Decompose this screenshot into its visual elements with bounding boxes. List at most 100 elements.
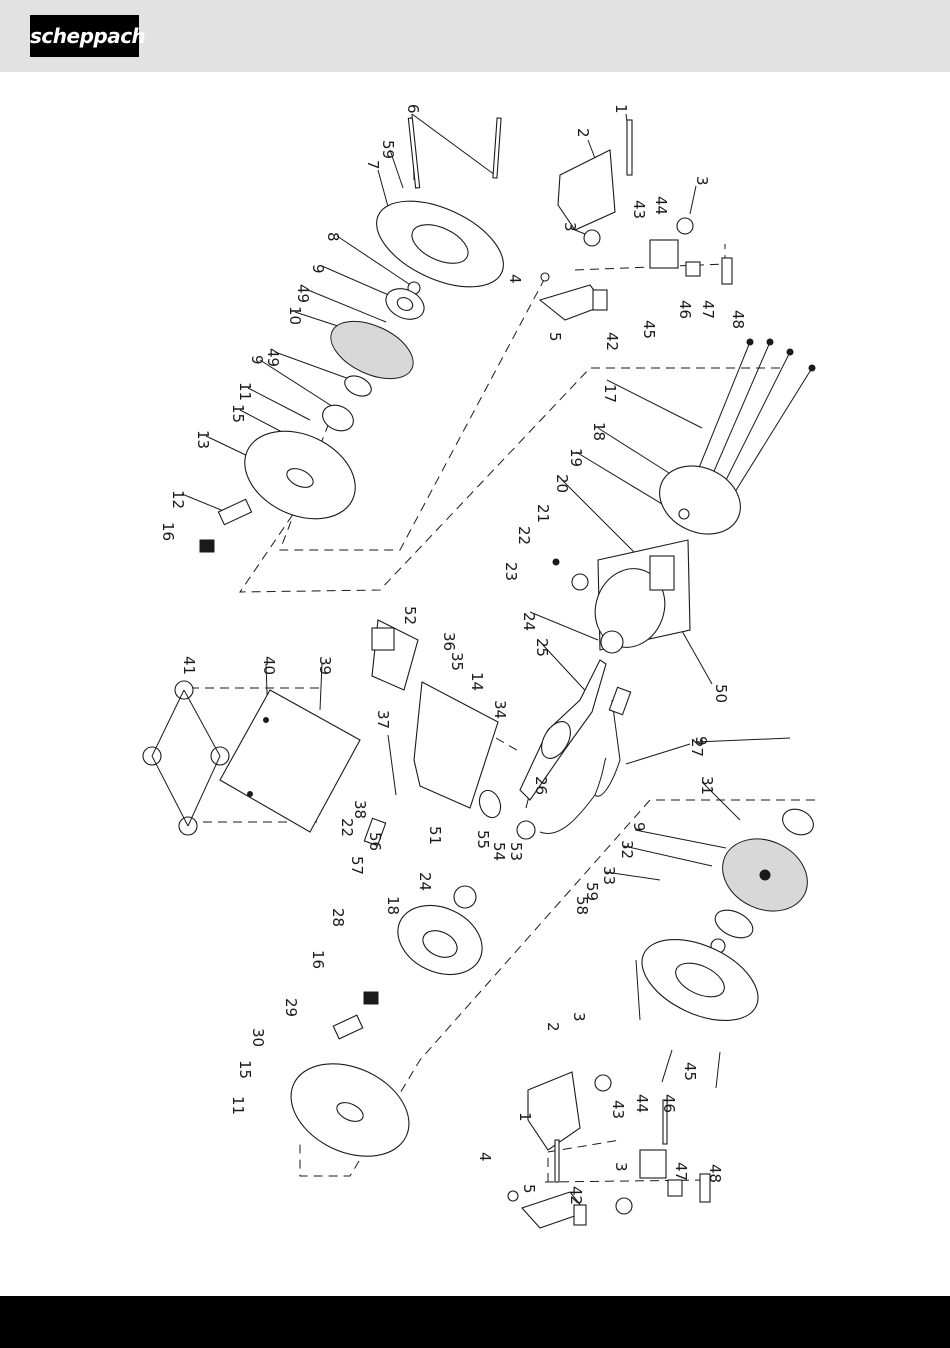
part-label-20: 20 — [553, 474, 571, 493]
bracket-46-bottom — [640, 1150, 666, 1178]
part-label-43: 43 — [630, 200, 648, 219]
part-label-9: 9 — [248, 355, 266, 365]
part-label-10: 10 — [286, 306, 304, 325]
blotter-49 — [342, 372, 375, 400]
part-label-44: 44 — [652, 196, 670, 215]
tool-rest-shield-top — [558, 150, 615, 230]
part-label-4: 4 — [506, 274, 524, 284]
part-label-15: 15 — [236, 1060, 254, 1079]
grinding-wheel-10 — [322, 310, 422, 391]
part-label-50: 50 — [712, 684, 730, 703]
part-label-14: 14 — [468, 672, 486, 691]
part-label-5: 5 — [520, 1184, 538, 1194]
end-cover-18-top — [648, 453, 751, 547]
flange-9-brush-inner — [711, 905, 757, 944]
nut-4-bottom — [508, 1191, 518, 1201]
part-label-2: 2 — [574, 128, 592, 138]
part-label-24: 24 — [416, 872, 434, 891]
nut-4-top — [541, 273, 549, 281]
part-label-31: 31 — [698, 776, 716, 795]
part-47-bottom — [668, 1180, 682, 1196]
bolt-6b — [493, 118, 501, 178]
part-label-30: 30 — [249, 1028, 267, 1047]
part-label-51: 51 — [426, 826, 444, 845]
knob-3-bottom-upper — [595, 1075, 611, 1091]
part-label-3: 3 — [693, 176, 711, 186]
part-label-32: 32 — [618, 840, 636, 859]
part-label-6: 6 — [404, 104, 422, 114]
part-16-bottom — [364, 992, 378, 1004]
part-label-19: 19 — [567, 448, 585, 467]
bracket-29 — [333, 1015, 362, 1039]
part-19 — [679, 509, 689, 519]
part-label-38: 38 — [351, 800, 369, 819]
part-label-44: 44 — [633, 1094, 651, 1113]
part-label-12: 12 — [169, 490, 187, 509]
part-48-top — [722, 258, 732, 284]
part-label-13: 13 — [194, 430, 212, 449]
part-label-40: 40 — [260, 656, 278, 675]
base-cover-39 — [220, 690, 360, 832]
part-42-bottom — [574, 1205, 586, 1225]
part-42-top — [593, 290, 607, 310]
knob-3-bottom-lower — [616, 1198, 632, 1214]
bearing-24-bottom — [454, 886, 476, 908]
part-label-23: 23 — [502, 562, 520, 581]
part-label-22: 22 — [338, 818, 356, 837]
part-label-28: 28 — [329, 908, 347, 927]
flange-9-brush-outer — [778, 804, 817, 839]
label-50 — [650, 556, 674, 590]
logo-text: scheppach — [30, 15, 139, 57]
part-label-8: 8 — [324, 232, 342, 242]
part-label-11: 11 — [229, 1096, 247, 1115]
part-47-top — [686, 262, 700, 276]
part-label-4: 4 — [476, 1152, 494, 1162]
screw-1-top — [627, 120, 632, 175]
part-label-15: 15 — [229, 404, 247, 423]
part-label-53: 53 — [507, 842, 525, 861]
part-label-7: 7 — [364, 160, 382, 170]
part-label-24: 24 — [520, 612, 538, 631]
switch-52 — [372, 628, 394, 650]
part-label-47: 47 — [672, 1162, 690, 1181]
part-label-46: 46 — [676, 300, 694, 319]
part-label-48: 48 — [729, 310, 747, 329]
part-label-48: 48 — [706, 1164, 724, 1183]
bracket-46-top — [650, 240, 678, 268]
part-label-42: 42 — [603, 332, 621, 351]
exploded-view-drawing: 1233456597894910499111513121643444245464… — [0, 72, 950, 1296]
part-label-17: 17 — [601, 384, 619, 403]
part-label-21: 21 — [534, 504, 552, 523]
base-frame-34 — [414, 682, 498, 808]
flange-9-lower — [318, 400, 357, 435]
knob-3-top-left — [584, 230, 600, 246]
part-label-39: 39 — [316, 656, 334, 675]
page-footer — [0, 1296, 950, 1348]
part-label-25: 25 — [533, 638, 551, 657]
part-label-52: 52 — [401, 606, 419, 625]
part-label-43: 43 — [609, 1100, 627, 1119]
washer-23 — [572, 574, 588, 590]
tool-rest-shield-bottom — [528, 1072, 580, 1150]
part-label-58: 58 — [573, 896, 591, 915]
part-label-16: 16 — [159, 522, 177, 541]
part-label-18: 18 — [590, 422, 608, 441]
part-label-5: 5 — [546, 332, 564, 342]
part-label-29: 29 — [282, 998, 300, 1017]
part-label-36: 36 — [440, 632, 458, 651]
part-label-46: 46 — [660, 1094, 678, 1113]
part-label-9: 9 — [692, 736, 710, 746]
screw-1-bottom — [555, 1140, 559, 1182]
knob-3-top-right — [677, 218, 693, 234]
part-label-35: 35 — [448, 652, 466, 671]
part-label-42: 42 — [567, 1186, 585, 1205]
part-label-41: 41 — [180, 656, 198, 675]
part-label-1: 1 — [612, 104, 630, 114]
part-label-57: 57 — [348, 856, 366, 875]
part-label-9: 9 — [309, 264, 327, 274]
part-label-1: 1 — [516, 1112, 534, 1122]
page-header: scheppach — [0, 0, 950, 72]
part-label-22: 22 — [515, 526, 533, 545]
part-label-59: 59 — [379, 140, 397, 159]
scheppach-logo: scheppach — [30, 15, 139, 57]
